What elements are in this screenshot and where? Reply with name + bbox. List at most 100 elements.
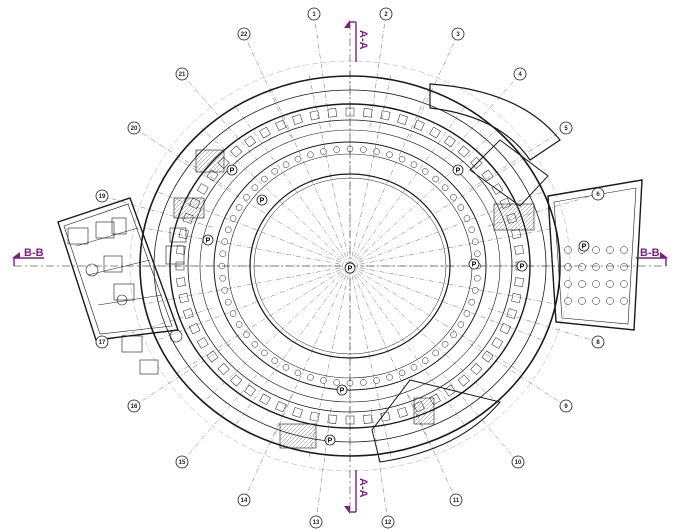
svg-text:P: P (206, 238, 211, 245)
svg-text:20: 20 (131, 126, 138, 132)
seat (457, 204, 465, 211)
furniture-block (309, 411, 320, 422)
hatched-zones (173, 149, 535, 449)
seat (261, 175, 268, 183)
radial-spoke (349, 265, 545, 341)
svg-text:P: P (520, 264, 525, 271)
svg-text:P: P (328, 438, 333, 445)
furniture-block (259, 126, 271, 139)
seat (432, 349, 439, 357)
furniture-block (217, 363, 230, 376)
grid-axis-bubble: 1 (307, 7, 331, 128)
dining-table (606, 263, 614, 271)
dining-table (606, 280, 614, 288)
seat (229, 310, 237, 317)
svg-text:13: 13 (313, 520, 320, 526)
grid-axis-bubble: 13 (309, 406, 332, 529)
dining-table (592, 246, 600, 254)
seat (373, 148, 380, 155)
dining-table (620, 246, 628, 254)
furniture-block (196, 337, 209, 349)
grid-axis-bubble: 11 (408, 394, 463, 507)
seat (471, 287, 479, 294)
svg-text:21: 21 (179, 72, 186, 78)
furniture-block (206, 169, 219, 182)
svg-text:5: 5 (564, 126, 568, 132)
section-label-a-a-bottom: A-A (357, 478, 369, 498)
svg-text:16: 16 (131, 404, 138, 410)
furniture-block (457, 374, 470, 387)
radial-spoke (175, 157, 351, 267)
radial-spoke (233, 103, 351, 267)
seat (474, 250, 481, 258)
furniture-block (491, 337, 504, 349)
furniture-block (429, 126, 441, 139)
furniture-block (457, 145, 470, 158)
svg-text:19: 19 (99, 194, 106, 200)
dining-table (606, 246, 614, 254)
furniture-block (397, 407, 408, 418)
svg-text:P: P (472, 262, 477, 269)
west-wing-furniture (67, 217, 187, 375)
room-marker: P (452, 164, 464, 176)
svg-text:8: 8 (596, 340, 600, 346)
dining-table (578, 280, 586, 288)
seat (421, 357, 429, 364)
furniture-block (499, 323, 511, 335)
section-label-a-a-top: A-A (357, 30, 369, 50)
grid-axis-bubble: 3 (409, 27, 465, 139)
furniture-block (363, 108, 373, 118)
grid-axis-bubble: 15 (175, 373, 258, 469)
section-line-b-b (12, 252, 668, 267)
furniture-block (499, 197, 511, 209)
grid-axis-bubble: 5 (468, 121, 573, 191)
seat (471, 238, 479, 245)
furniture-block (182, 308, 194, 319)
seat (320, 377, 327, 384)
seat (219, 250, 226, 258)
furniture-block (481, 169, 494, 182)
svg-text:3: 3 (456, 32, 460, 38)
seat (243, 193, 250, 201)
furniture-block (511, 292, 522, 304)
svg-text:14: 14 (241, 498, 248, 504)
seat (441, 341, 449, 348)
section-label-b-b-left: B-B (24, 247, 44, 259)
seat (251, 184, 259, 191)
furniture-block (363, 414, 373, 424)
seat (307, 151, 314, 158)
seat (457, 321, 465, 328)
radial-spoke (155, 265, 351, 341)
svg-text:10: 10 (515, 460, 522, 466)
furniture-block (275, 401, 287, 413)
seat (307, 374, 314, 381)
room-marker: P (226, 164, 238, 176)
svg-text:12: 12 (385, 520, 392, 526)
seat (386, 374, 393, 381)
radial-spoke (349, 74, 392, 267)
seat (360, 379, 367, 386)
furniture-block (292, 114, 303, 125)
grid-axis-bubble: 19 (95, 189, 214, 228)
seat (373, 377, 380, 384)
radial-spoke (349, 265, 392, 458)
furniture-block (189, 323, 201, 335)
seat (282, 364, 290, 371)
svg-text:15: 15 (179, 460, 186, 466)
seat (225, 226, 232, 234)
seat (219, 274, 226, 282)
seat (421, 168, 429, 175)
svg-text:6: 6 (596, 192, 600, 198)
dining-table (592, 297, 600, 305)
radial-spoke (349, 265, 467, 429)
radial-spoke (233, 265, 351, 429)
furniture-block (189, 197, 201, 209)
svg-text:P: P (456, 168, 461, 175)
svg-text:17: 17 (99, 340, 106, 346)
section-label-b-b-right: B-B (640, 247, 660, 259)
grid-axis-bubble: 2 (369, 7, 393, 128)
furniture-block (443, 384, 456, 397)
grid-axis-bubble: 6 (486, 187, 605, 227)
